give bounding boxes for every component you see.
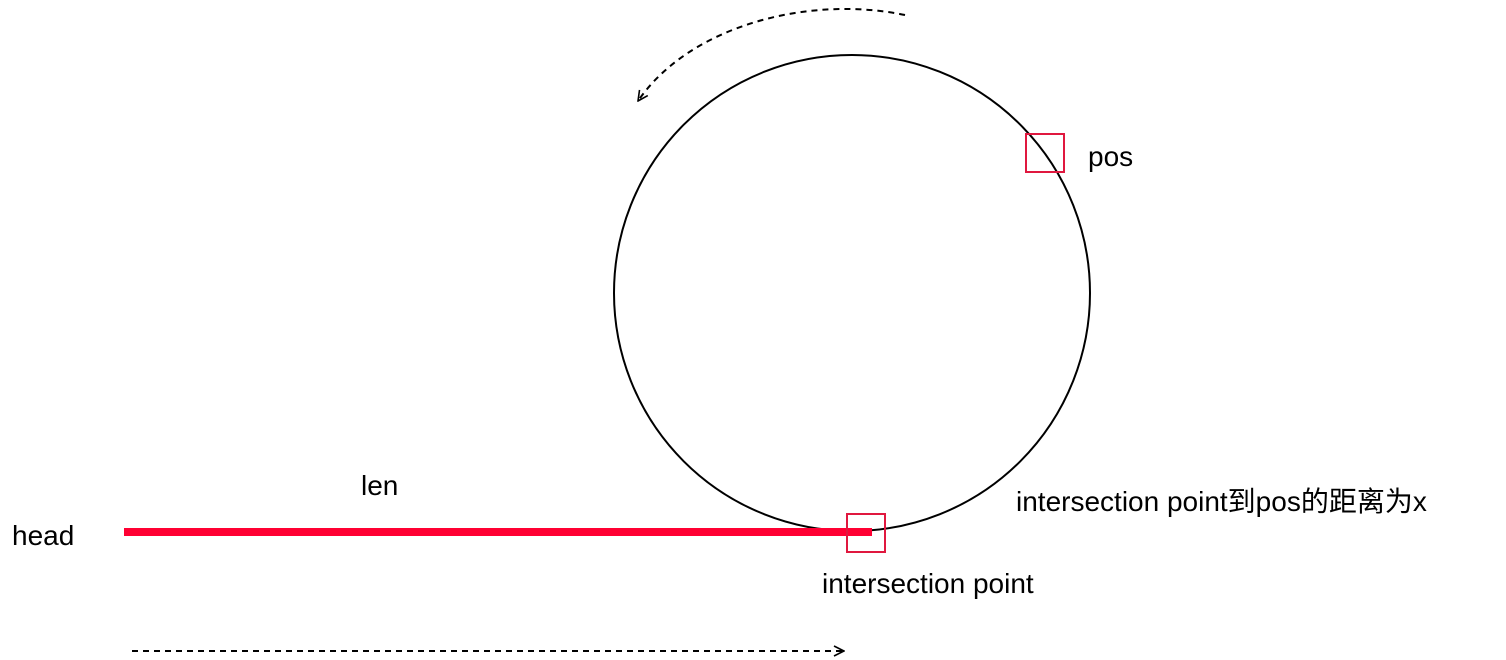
- distance-note-label: intersection point到pos的距离为x: [1016, 486, 1427, 517]
- loop-direction-arrow: [638, 8, 906, 101]
- pos-label: pos: [1088, 141, 1133, 172]
- head-label: head: [12, 520, 74, 551]
- cycle-circle: [613, 54, 1091, 532]
- len-label: len: [361, 470, 398, 501]
- pos-marker: [1025, 133, 1065, 173]
- intersection-point-marker: [846, 513, 886, 553]
- intersection-point-label: intersection point: [822, 568, 1034, 599]
